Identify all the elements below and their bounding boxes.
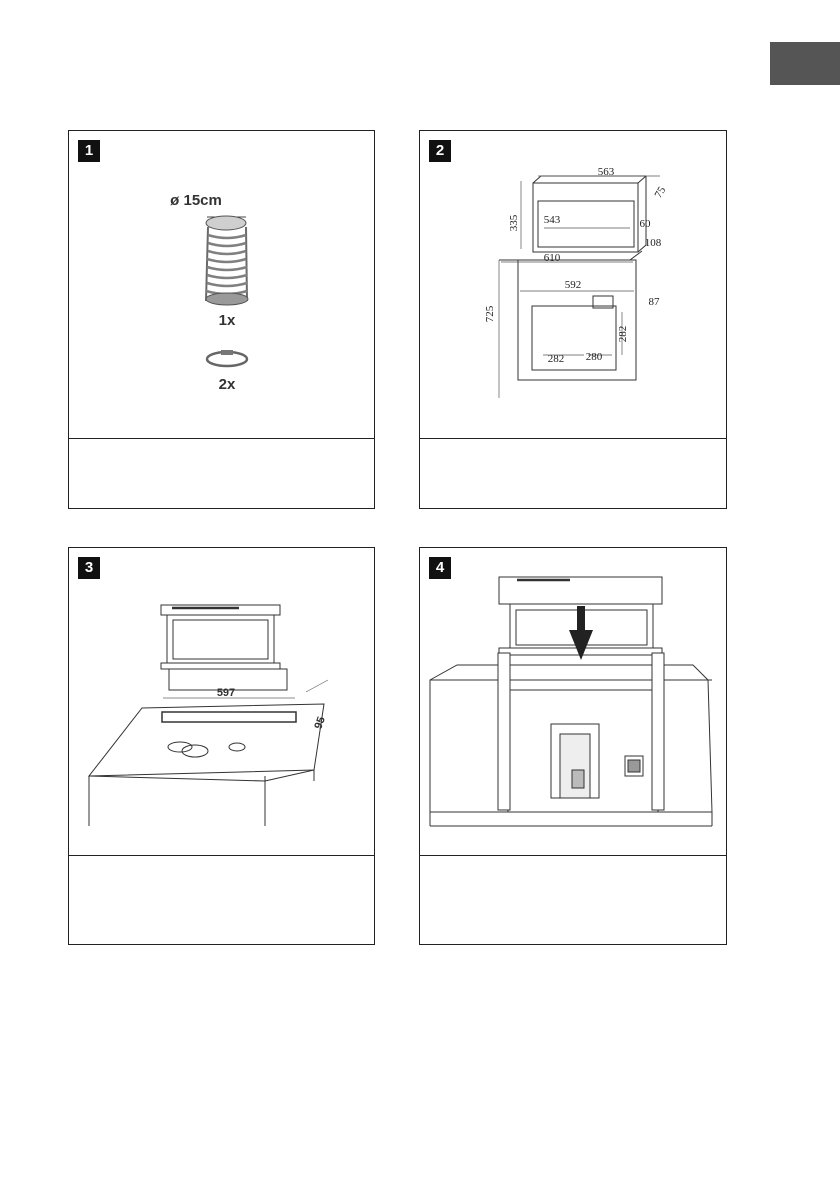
step-1-illustration: 1 ø 15cm 1x	[69, 131, 374, 439]
hose-diameter-label: ø 15cm	[170, 192, 222, 209]
language-tab	[770, 42, 840, 85]
step-4-panel: 4	[419, 547, 727, 945]
step-2-panel: 2	[419, 130, 727, 509]
dim-282-vertical: 282	[617, 326, 629, 343]
dim-592: 592	[565, 279, 582, 291]
dim-87: 87	[649, 296, 661, 308]
installation-drawing	[420, 548, 728, 855]
dim-95: 95	[312, 715, 327, 731]
step-2-caption	[420, 437, 726, 508]
dim-610: 610	[544, 252, 561, 264]
hose-and-clamps-drawing: ø 15cm 1x 2x	[69, 131, 376, 438]
step-2-illustration: 2	[420, 131, 726, 439]
dim-282-horizontal: 282	[548, 353, 565, 365]
step-3-caption	[69, 854, 374, 944]
step-1-caption	[69, 437, 374, 508]
dim-543: 543	[544, 214, 561, 226]
countertop-cutout-drawing: 597 95	[69, 548, 376, 855]
clamp-quantity-label: 2x	[219, 376, 236, 393]
step-4-illustration: 4	[420, 548, 726, 856]
dim-75: 75	[652, 184, 668, 200]
dimensions-drawing: 563 75 335 543 60 108 610 592 87 725 282…	[420, 131, 728, 438]
hose-quantity-label: 1x	[219, 312, 236, 329]
dim-108: 108	[645, 237, 662, 249]
hose-clamp-drawing	[207, 350, 247, 366]
dim-60: 60	[640, 218, 652, 230]
step-1-panel: 1 ø 15cm 1x	[68, 130, 375, 509]
step-4-caption	[420, 854, 726, 944]
dim-597: 597	[217, 687, 235, 699]
dim-280: 280	[586, 351, 603, 363]
down-arrow-shaft	[577, 606, 585, 630]
dim-335: 335	[508, 214, 520, 231]
dim-563: 563	[598, 166, 615, 178]
step-3-illustration: 3 597 95	[69, 548, 374, 856]
dim-725: 725	[484, 305, 496, 322]
step-3-panel: 3 597 95	[68, 547, 375, 945]
